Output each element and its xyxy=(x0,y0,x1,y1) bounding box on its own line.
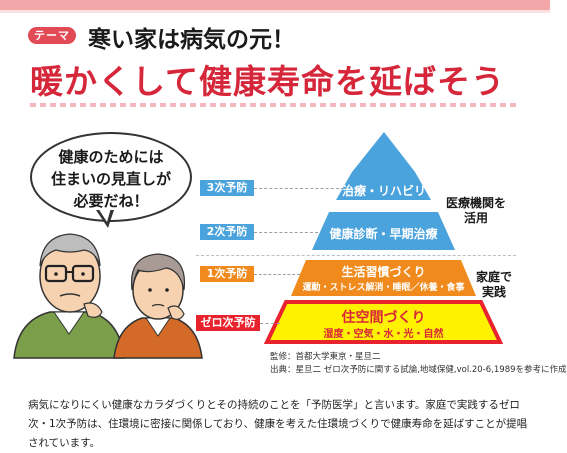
side-label-medical-line2: 活用 xyxy=(463,211,488,225)
elderly-couple-illustration xyxy=(13,233,203,359)
level-guide-3 xyxy=(254,188,344,189)
level-label-0: ゼロ次予防 xyxy=(196,315,260,331)
prevention-pyramid xyxy=(263,132,504,344)
side-label-medical: 医療機関を 活用 xyxy=(436,196,516,226)
level-guide-1 xyxy=(254,274,300,275)
speech-bubble xyxy=(30,132,192,222)
top-stripe-light xyxy=(0,10,550,13)
section-separator xyxy=(196,255,516,256)
level-guide-0 xyxy=(260,323,280,324)
title-underline xyxy=(30,103,520,107)
theme-tag: テーマ xyxy=(28,27,76,44)
level-label-2: 2次予防 xyxy=(200,224,254,240)
pyramid-tier-0 xyxy=(263,300,504,344)
pyramid-tier-2-text: 健康診断・早期治療 xyxy=(329,227,438,241)
bubble-line-3: 必要だね！ xyxy=(73,192,149,210)
pyramid-tier-1-sub: 運動・ストレス解消・睡眠／休養・食事 xyxy=(302,283,465,293)
pyramid-tier-2 xyxy=(312,212,455,250)
speech-bubble-text: 健康のためには 住まいの見直しが 必要だね！ xyxy=(30,146,192,212)
side-label-medical-line1: 医療機関を xyxy=(445,196,506,210)
level-label-1: 1次予防 xyxy=(200,266,254,282)
elderly-man-figure xyxy=(13,233,125,359)
body-paragraph: 病気になりにくい健康なカラダづくりとその持続のことを「予防医学」と言います。家庭… xyxy=(28,399,528,449)
page-title: 暖かくして健康寿命を延ばそう xyxy=(30,62,506,101)
side-label-home-line1: 家庭で xyxy=(475,270,512,284)
pyramid-tier-0-text: 住空間づくり xyxy=(341,310,426,326)
bubble-line-1: 健康のためには xyxy=(58,148,164,166)
pyramid-tier-3-body xyxy=(336,172,431,200)
level-guide-2 xyxy=(254,232,318,233)
pyramid-tier-1 xyxy=(291,260,476,296)
pyramid-tier-0-sub: 湿度・空気・水・光・自然 xyxy=(323,329,444,340)
side-label-home: 家庭で 実践 xyxy=(466,270,522,300)
top-stripe xyxy=(0,0,550,10)
pyramid-tier-1-text: 生活習慣づくり xyxy=(341,265,426,279)
credit-source: 出典：星旦二 ゼロ次予防に関する試論,地域保健,vol.20-6,1989を参考… xyxy=(270,365,567,375)
side-label-home-line2: 実践 xyxy=(481,285,506,299)
elderly-woman-figure xyxy=(113,253,203,359)
bubble-line-2: 住まいの見直しが xyxy=(50,170,171,188)
speech-bubble-tail-fill xyxy=(98,208,111,222)
level-label-3: 3次予防 xyxy=(200,180,254,196)
pyramid-tier-3 xyxy=(352,132,415,172)
credit-supervision: 監修：首都大学東京・星旦二 xyxy=(270,352,381,362)
pyramid-tier-3-text: 治療・リハビリ xyxy=(341,184,426,198)
subtitle: 寒い家は病気の元！ xyxy=(88,27,295,53)
